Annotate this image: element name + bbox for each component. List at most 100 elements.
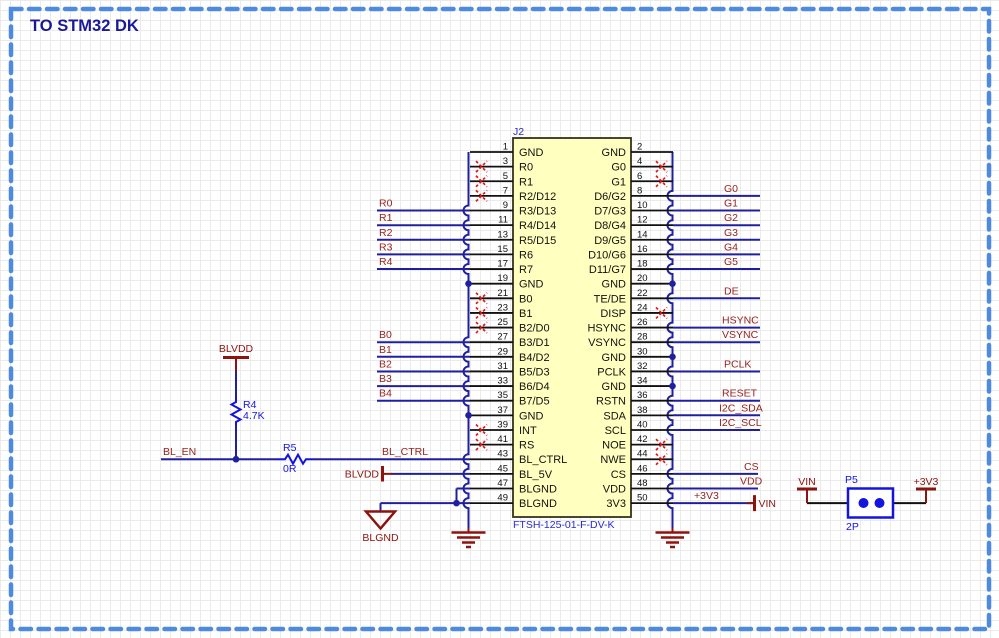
no-erc-marker[interactable] [475,175,488,188]
net-label-R3[interactable]: R3 [379,241,393,253]
page-title[interactable]: TO STM32 DK [30,17,139,35]
no-erc-marker[interactable] [475,189,488,202]
power-port-blvdd-top[interactable]: BLVDD [219,343,254,371]
connector-designator[interactable]: J2 [513,126,524,138]
net-label-bl-ctrl[interactable]: BL_CTRL [382,446,428,458]
pin-5-name: R1 [519,176,533,188]
net-label-HSYNC[interactable]: HSYNC [722,315,759,327]
gnd-bus-right[interactable] [666,152,674,528]
net-label-RESET[interactable]: RESET [722,388,758,400]
power-port-3v3-p5-label[interactable]: +3V3 [914,476,939,488]
power-port-blgnd[interactable]: BLGND [362,510,399,545]
no-erc-marker[interactable] [655,175,668,188]
pin-16-number: 16 [637,244,648,255]
power-port-vin-p5[interactable]: VIN [797,476,817,504]
no-erc-stroke [655,175,668,188]
net-label-B1[interactable]: B1 [379,344,392,356]
pin-26-number: 26 [637,317,648,328]
junction-dot [453,499,460,507]
net-label-B0[interactable]: B0 [379,329,392,341]
net-label-B2[interactable]: B2 [379,358,392,370]
resistor-R5-designator[interactable]: R5 [283,442,297,454]
gnd-bus-left[interactable] [462,152,470,528]
net-label-B4[interactable]: B4 [379,388,392,400]
net-label-G2[interactable]: G2 [724,212,738,224]
net-label-R4[interactable]: R4 [379,256,393,268]
no-erc-marker[interactable] [475,160,488,173]
net-label-bl-en[interactable]: BL_EN [163,446,196,458]
no-erc-marker[interactable] [655,438,668,451]
pin-19-name: GND [519,279,544,291]
power-port-3v3-p5[interactable]: +3V3 [914,476,939,504]
pin-12-name: D8/G4 [594,220,626,232]
power-port-blgnd-label[interactable]: BLGND [362,532,399,544]
jumper-p5-value[interactable]: 2P [846,521,859,533]
net-label-G3[interactable]: G3 [724,227,738,239]
power-port-blvdd-top-label[interactable]: BLVDD [219,343,254,355]
power-port-vin-pin50[interactable]: VIN [747,495,777,512]
pin-43-name: BL_CTRL [519,454,567,466]
pin-28-number: 28 [637,332,648,343]
no-erc-marker[interactable] [475,438,488,451]
gnd-symbol-right[interactable] [655,528,690,549]
no-erc-marker[interactable] [475,423,488,437]
net-label-VSYNC[interactable]: VSYNC [722,329,759,341]
pin-37-number: 37 [497,405,508,416]
net-label-B3[interactable]: B3 [379,373,392,385]
pin-29-name: B4/D2 [519,352,550,364]
jumper-p5-pad2[interactable] [874,498,885,508]
connector-body[interactable] [512,137,632,518]
net-label-I2C_SDA[interactable]: I2C_SDA [719,402,763,414]
pin-39-number: 39 [497,419,508,430]
no-erc-marker[interactable] [475,321,488,334]
resistor-R4-designator[interactable]: R4 [243,399,257,411]
power-port-blvdd-bl5v[interactable]: BLVDD [345,466,392,482]
net-label-R1[interactable]: R1 [379,212,393,224]
net-label-CS[interactable]: CS [744,461,759,473]
net-label-I2C_SCL[interactable]: I2C_SCL [719,417,762,429]
net-label-R2[interactable]: R2 [379,227,393,239]
net-label-+3V3[interactable]: +3V3 [694,490,719,502]
power-port-vin-label[interactable]: VIN [759,498,777,510]
no-erc-marker[interactable] [475,292,488,305]
jumper-p5[interactable]: P5 2P [807,474,926,533]
resistor-R4-symbol[interactable] [229,398,243,426]
pin-11-name: R4/D14 [519,220,556,232]
resistor-R5-symbol[interactable] [277,452,313,466]
gnd-symbol-left[interactable] [451,528,486,549]
blgnd-triangle[interactable] [363,510,398,531]
pin-31-number: 31 [497,361,508,372]
pin-35-name: B7/D5 [519,396,550,408]
resistor-R4-value[interactable]: 4.7K [243,410,265,422]
no-erc-stroke [655,306,668,320]
net-label-G0[interactable]: G0 [724,183,738,195]
pin-24-name: DISP [600,308,626,320]
net-label-G1[interactable]: G1 [724,198,738,210]
net-label-PCLK[interactable]: PCLK [724,358,751,370]
no-erc-marker[interactable] [655,160,668,173]
net-label-DE[interactable]: DE [724,285,739,297]
pin-6-name: G1 [611,176,626,188]
net-label-R0[interactable]: R0 [379,198,393,210]
net-label-G4[interactable]: G4 [724,241,738,253]
junction-dots [232,280,676,507]
net-label-VDD[interactable]: VDD [740,475,763,487]
pin-33-number: 33 [497,376,508,387]
jumper-p5-body[interactable] [846,487,895,519]
resistor-R5-value[interactable]: 0R [283,463,297,475]
resistor-R4[interactable]: R44.7K [229,398,265,426]
power-port-blvdd-bl5v-label[interactable]: BLVDD [345,468,380,480]
power-port-vin-p5-label[interactable]: VIN [798,476,816,488]
resistor-R5[interactable]: R5 0R [277,442,313,475]
jumper-p5-designator[interactable]: P5 [845,474,858,486]
pin-24-number: 24 [637,302,648,313]
junction-dot [669,280,676,287]
connector-part-number[interactable]: FTSH-125-01-F-DV-K [513,519,615,531]
no-erc-marker[interactable] [475,306,488,320]
net-label-G5[interactable]: G5 [724,256,738,268]
no-erc-marker[interactable] [655,306,668,320]
no-erc-marker[interactable] [655,453,668,466]
pin-49-name: BLGND [519,498,557,510]
jumper-p5-pad1[interactable] [858,498,869,508]
pin-28-name: VSYNC [588,337,626,349]
